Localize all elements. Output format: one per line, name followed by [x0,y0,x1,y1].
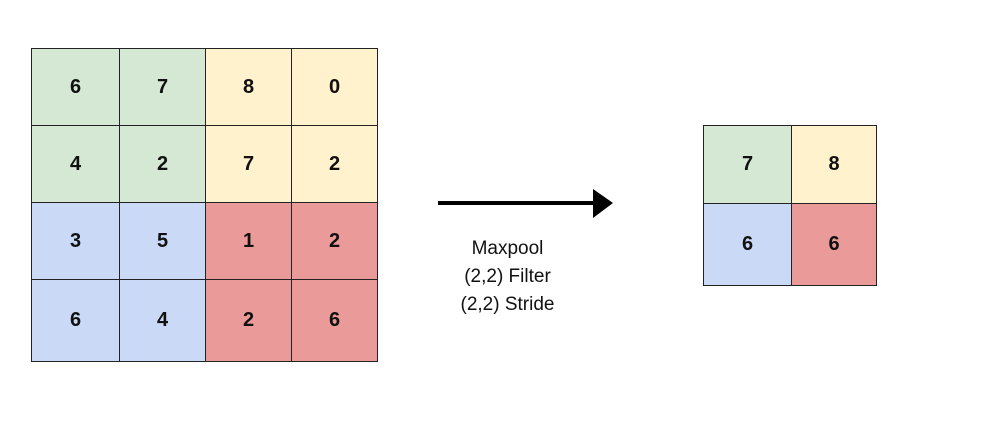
input-cell: 7 [120,49,206,126]
input-cell: 4 [120,280,206,362]
input-cell: 6 [32,280,120,362]
input-cell: 2 [292,126,378,203]
arrow-head [593,189,613,218]
input-cell: 5 [120,203,206,280]
input-cell: 2 [120,126,206,203]
arrow-right-icon [438,189,613,218]
output-cell: 8 [792,126,877,204]
input-cell: 2 [292,203,378,280]
input-cell: 3 [32,203,120,280]
caption-stride: (2,2) Stride [460,294,555,315]
caption-operation: Maxpool [471,238,544,259]
input-cell: 7 [206,126,292,203]
input-cell: 8 [206,49,292,126]
output-cell: 6 [704,204,792,286]
input-cell: 1 [206,203,292,280]
input-cell: 6 [32,49,120,126]
input-cell: 0 [292,49,378,126]
caption-filter: (2,2) Filter [464,266,551,287]
output-cell: 6 [792,204,877,286]
operation-caption: Maxpool (2,2) Filter (2,2) Stride [430,235,585,319]
input-cell: 2 [206,280,292,362]
output-cell: 7 [704,126,792,204]
input-cell: 4 [32,126,120,203]
input-cell: 6 [292,280,378,362]
